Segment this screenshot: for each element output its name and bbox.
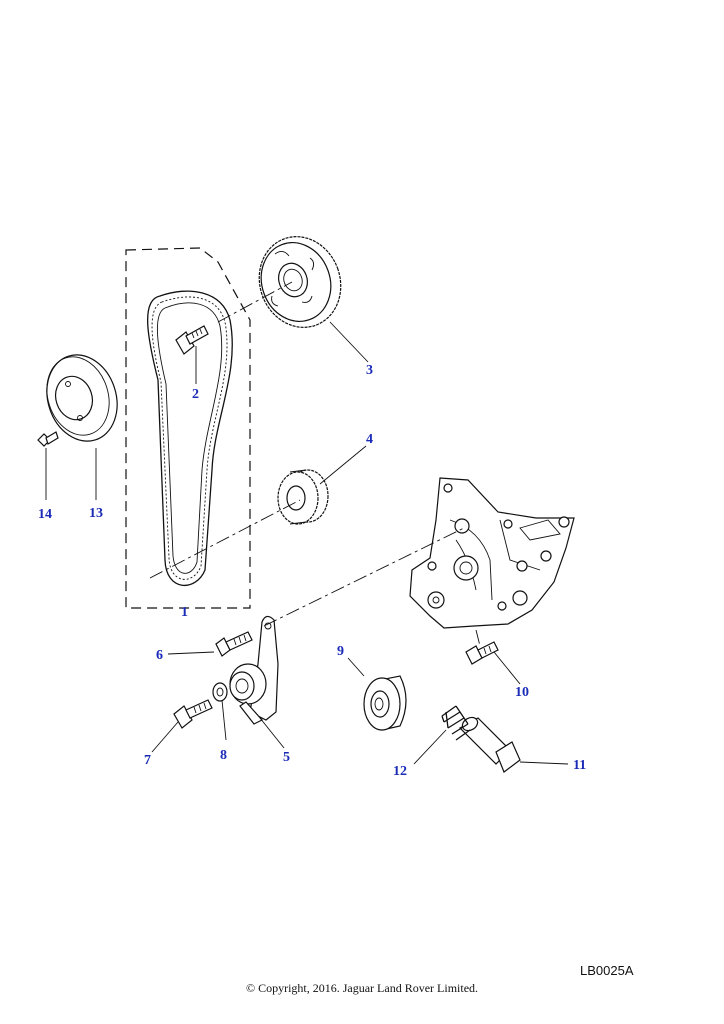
bolt-6 bbox=[215, 631, 253, 657]
callout-11: 11 bbox=[573, 758, 586, 773]
crankshaft-sprocket bbox=[277, 469, 329, 525]
pump-housing bbox=[409, 477, 575, 629]
tensioner-plunger bbox=[459, 716, 521, 773]
callout-14: 14 bbox=[38, 507, 52, 522]
callout-3: 3 bbox=[366, 363, 373, 378]
callout-5: 5 bbox=[283, 750, 290, 765]
callout-7: 7 bbox=[144, 753, 151, 768]
callout-8: 8 bbox=[220, 748, 227, 763]
crank-centre-line bbox=[149, 499, 301, 579]
crankshaft-pulley bbox=[46, 354, 118, 442]
callout-10: 10 bbox=[515, 685, 529, 700]
callout-13: 13 bbox=[89, 506, 103, 521]
washer-8 bbox=[212, 682, 228, 702]
timing-belt bbox=[146, 290, 233, 586]
bolt-10-centre-line bbox=[475, 629, 481, 647]
idler-pulley bbox=[363, 675, 407, 731]
bolt-2 bbox=[175, 325, 209, 355]
bolt-7 bbox=[173, 699, 213, 729]
callout-12: 12 bbox=[393, 764, 407, 779]
camshaft-sprocket bbox=[258, 236, 342, 328]
callout-1: 1 bbox=[181, 605, 188, 620]
tensioner-assembly bbox=[229, 615, 279, 725]
spring-12 bbox=[441, 705, 471, 741]
belt-kit-dashed-boundary bbox=[125, 247, 251, 609]
leader-lines bbox=[45, 321, 569, 765]
callout-2: 2 bbox=[192, 387, 199, 402]
callout-6: 6 bbox=[156, 648, 163, 663]
callout-9: 9 bbox=[337, 644, 344, 659]
cam-centre-line bbox=[217, 281, 293, 323]
diagram-reference-code: LB0025A bbox=[580, 963, 634, 978]
bolt-14 bbox=[37, 431, 59, 447]
copyright-notice: © Copyright, 2016. Jaguar Land Rover Lim… bbox=[245, 981, 479, 995]
callout-4: 4 bbox=[366, 432, 373, 447]
pump-centre-line bbox=[263, 527, 465, 627]
bolt-10 bbox=[465, 641, 499, 665]
